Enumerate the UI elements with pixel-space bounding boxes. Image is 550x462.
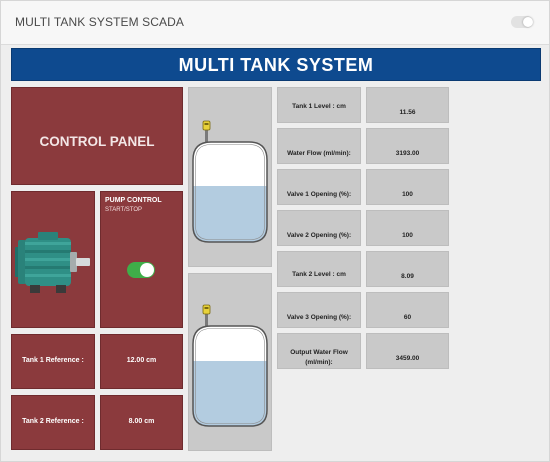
valve2-opening-label: Valve 2 Opening (%): [286,232,352,239]
valve3-opening-value-cell: 60 [366,292,449,328]
tank2-water-level [193,361,267,426]
header-toggle-knob [523,17,533,27]
valve3-opening-label: Valve 3 Opening (%): [286,314,352,321]
header-toggle[interactable] [511,16,533,28]
output-flow-value: 3459.00 [395,355,420,362]
tank2-level-value: 8.09 [401,273,414,280]
valve2-opening-label-cell: Valve 2 Opening (%): [277,210,361,246]
output-flow-label-line1: Output Water Flow [290,349,348,356]
water-flow-label-cell: Water Flow (ml/min): [277,128,361,164]
tank1-reference-label-cell: Tank 1 Reference : [11,334,95,389]
water-flow-label: Water Flow (ml/min): [287,150,351,157]
tank2-reference-label-cell: Tank 2 Reference : [11,395,95,450]
tank1-view [188,87,272,267]
tank2-reference-label: Tank 2 Reference : [22,418,84,425]
tank1-level-label-cell: Tank 1 Level : cm [277,87,361,123]
tank1-graphic [192,120,268,243]
tank2-view [188,273,272,451]
valve3-opening-value: 60 [403,314,412,321]
tank2-level-label: Tank 2 Level : cm [292,271,346,278]
water-flow-value: 3193.00 [395,150,420,157]
tank2-graphic [192,304,268,427]
pump-motor-icon [15,232,90,293]
title-bar: MULTI TANK SYSTEM SCADA [1,1,549,45]
control-panel-title: CONTROL PANEL [39,134,155,149]
control-panel-header: CONTROL PANEL [11,87,183,185]
system-banner: MULTI TANK SYSTEM [11,48,541,81]
tank1-level-label: Tank 1 Level : cm [292,103,346,110]
banner-title: MULTI TANK SYSTEM [178,55,374,75]
output-flow-label-cell: Output Water Flow (ml/min): [277,333,361,369]
tank2-level-value-cell: 8.09 [366,251,449,287]
output-flow-value-cell: 3459.00 [366,333,449,369]
valve1-opening-label-cell: Valve 1 Opening (%): [277,169,361,205]
tank1-level-value-cell: 11.56 [366,87,449,123]
pump-control-panel: PUMP CONTROL START/STOP [100,191,183,328]
tank2-reference-value-cell: 8.00 cm [100,395,183,450]
valve2-opening-value: 100 [402,232,413,239]
pump-start-stop-switch[interactable] [127,262,155,278]
valve3-opening-label-cell: Valve 3 Opening (%): [277,292,361,328]
valve1-opening-label: Valve 1 Opening (%): [286,191,352,198]
water-flow-value-cell: 3193.00 [366,128,449,164]
valve1-opening-value: 100 [402,191,413,198]
pump-control-subtitle: START/STOP [105,207,143,213]
level-sensor-icon [202,304,211,326]
tank1-reference-value-cell: 12.00 cm [100,334,183,389]
tank1-reference-label: Tank 1 Reference : [22,357,84,364]
tank1-level-value: 11.56 [399,109,416,116]
pump-switch-knob [140,263,154,277]
level-sensor-icon [202,120,211,142]
motor-panel [11,191,95,328]
tank1-water-level [193,186,267,242]
valve1-opening-value-cell: 100 [366,169,449,205]
app-title: MULTI TANK SYSTEM SCADA [15,15,184,29]
tank2-level-label-cell: Tank 2 Level : cm [277,251,361,287]
tank2-reference-value: 8.00 cm [128,418,155,425]
valve2-opening-value-cell: 100 [366,210,449,246]
pump-control-title: PUMP CONTROL [105,197,162,204]
tank1-reference-value: 12.00 cm [126,357,157,364]
output-flow-label-line2: (ml/min): [305,359,333,366]
